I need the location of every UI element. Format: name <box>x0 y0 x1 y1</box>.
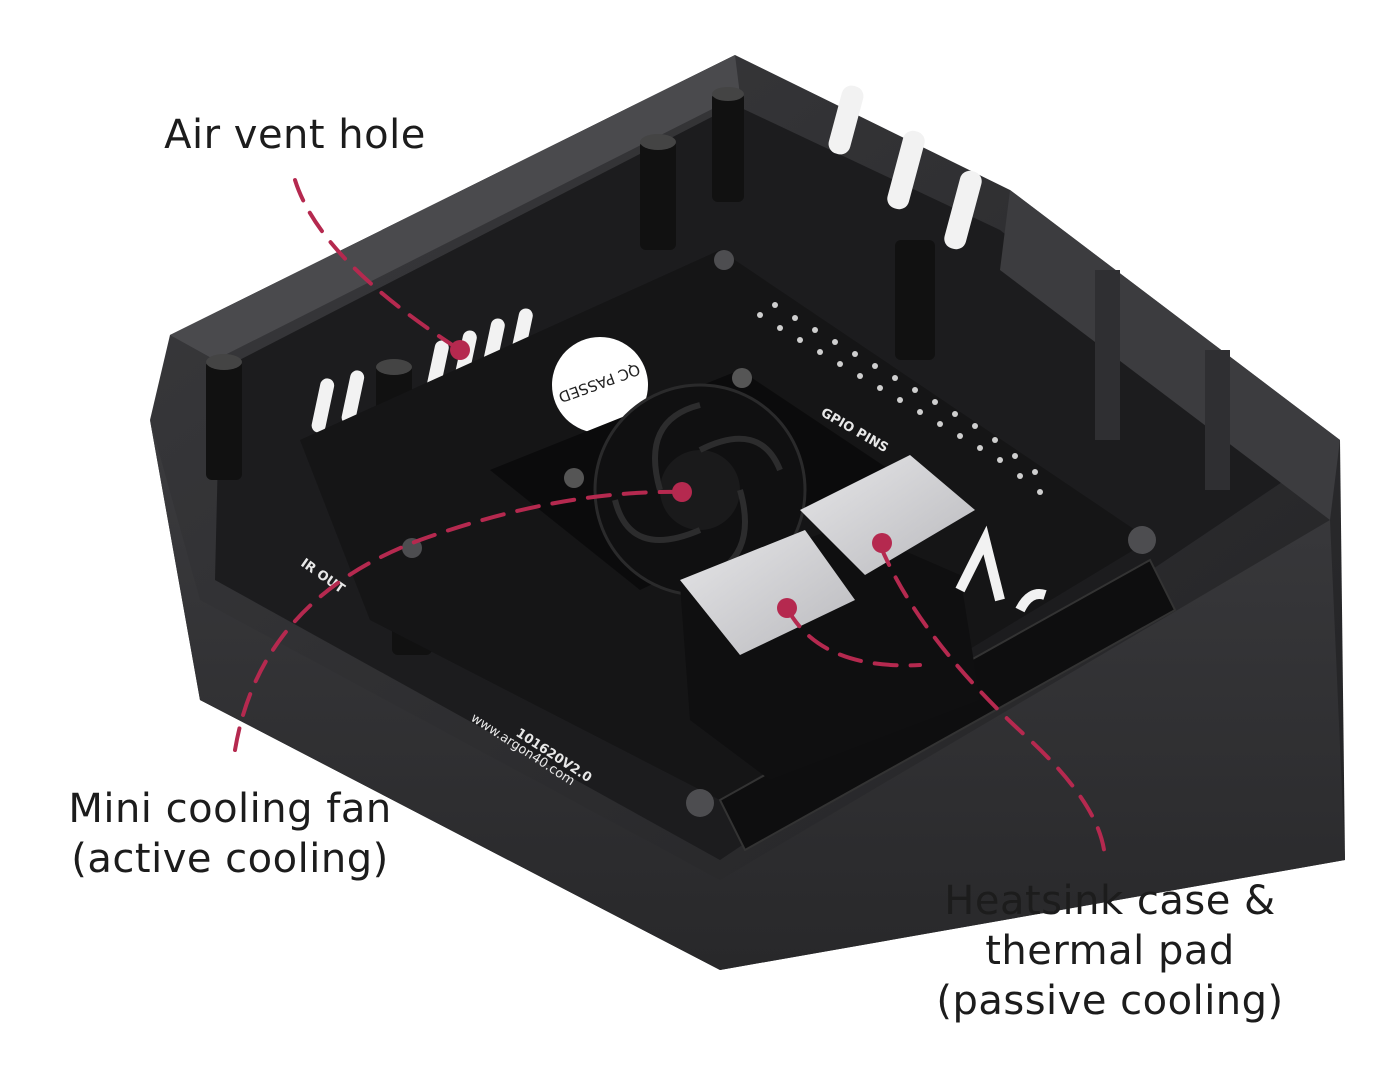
heatsink-callout-line3: (passive cooling) <box>936 978 1284 1024</box>
leader-lines <box>233 178 1107 864</box>
leader-dots <box>450 340 892 618</box>
heatsink-block <box>680 455 980 780</box>
argon-logo-mark <box>955 525 1047 613</box>
cooling-fan-callout-line2: (active cooling) <box>71 836 389 882</box>
heatsink-callout-line2: thermal pad <box>985 928 1235 974</box>
air-vent-callout-line: Air vent hole <box>164 112 426 158</box>
heatsink-callout: Heatsink case & thermal pad (passive coo… <box>910 876 1310 1026</box>
cooling-fan <box>490 368 890 597</box>
cooling-fan-callout-line1: Mini cooling fan <box>68 786 392 832</box>
qc-sticker: QC PASSED <box>552 337 648 433</box>
cooling-fan-callout: Mini cooling fan (active cooling) <box>40 784 420 884</box>
thermal-pad-left <box>680 530 855 655</box>
heatsink-callout-line1: Heatsink case & <box>944 878 1276 924</box>
air-vent-callout: Air vent hole <box>150 110 440 160</box>
thermal-pad-right <box>800 455 975 575</box>
